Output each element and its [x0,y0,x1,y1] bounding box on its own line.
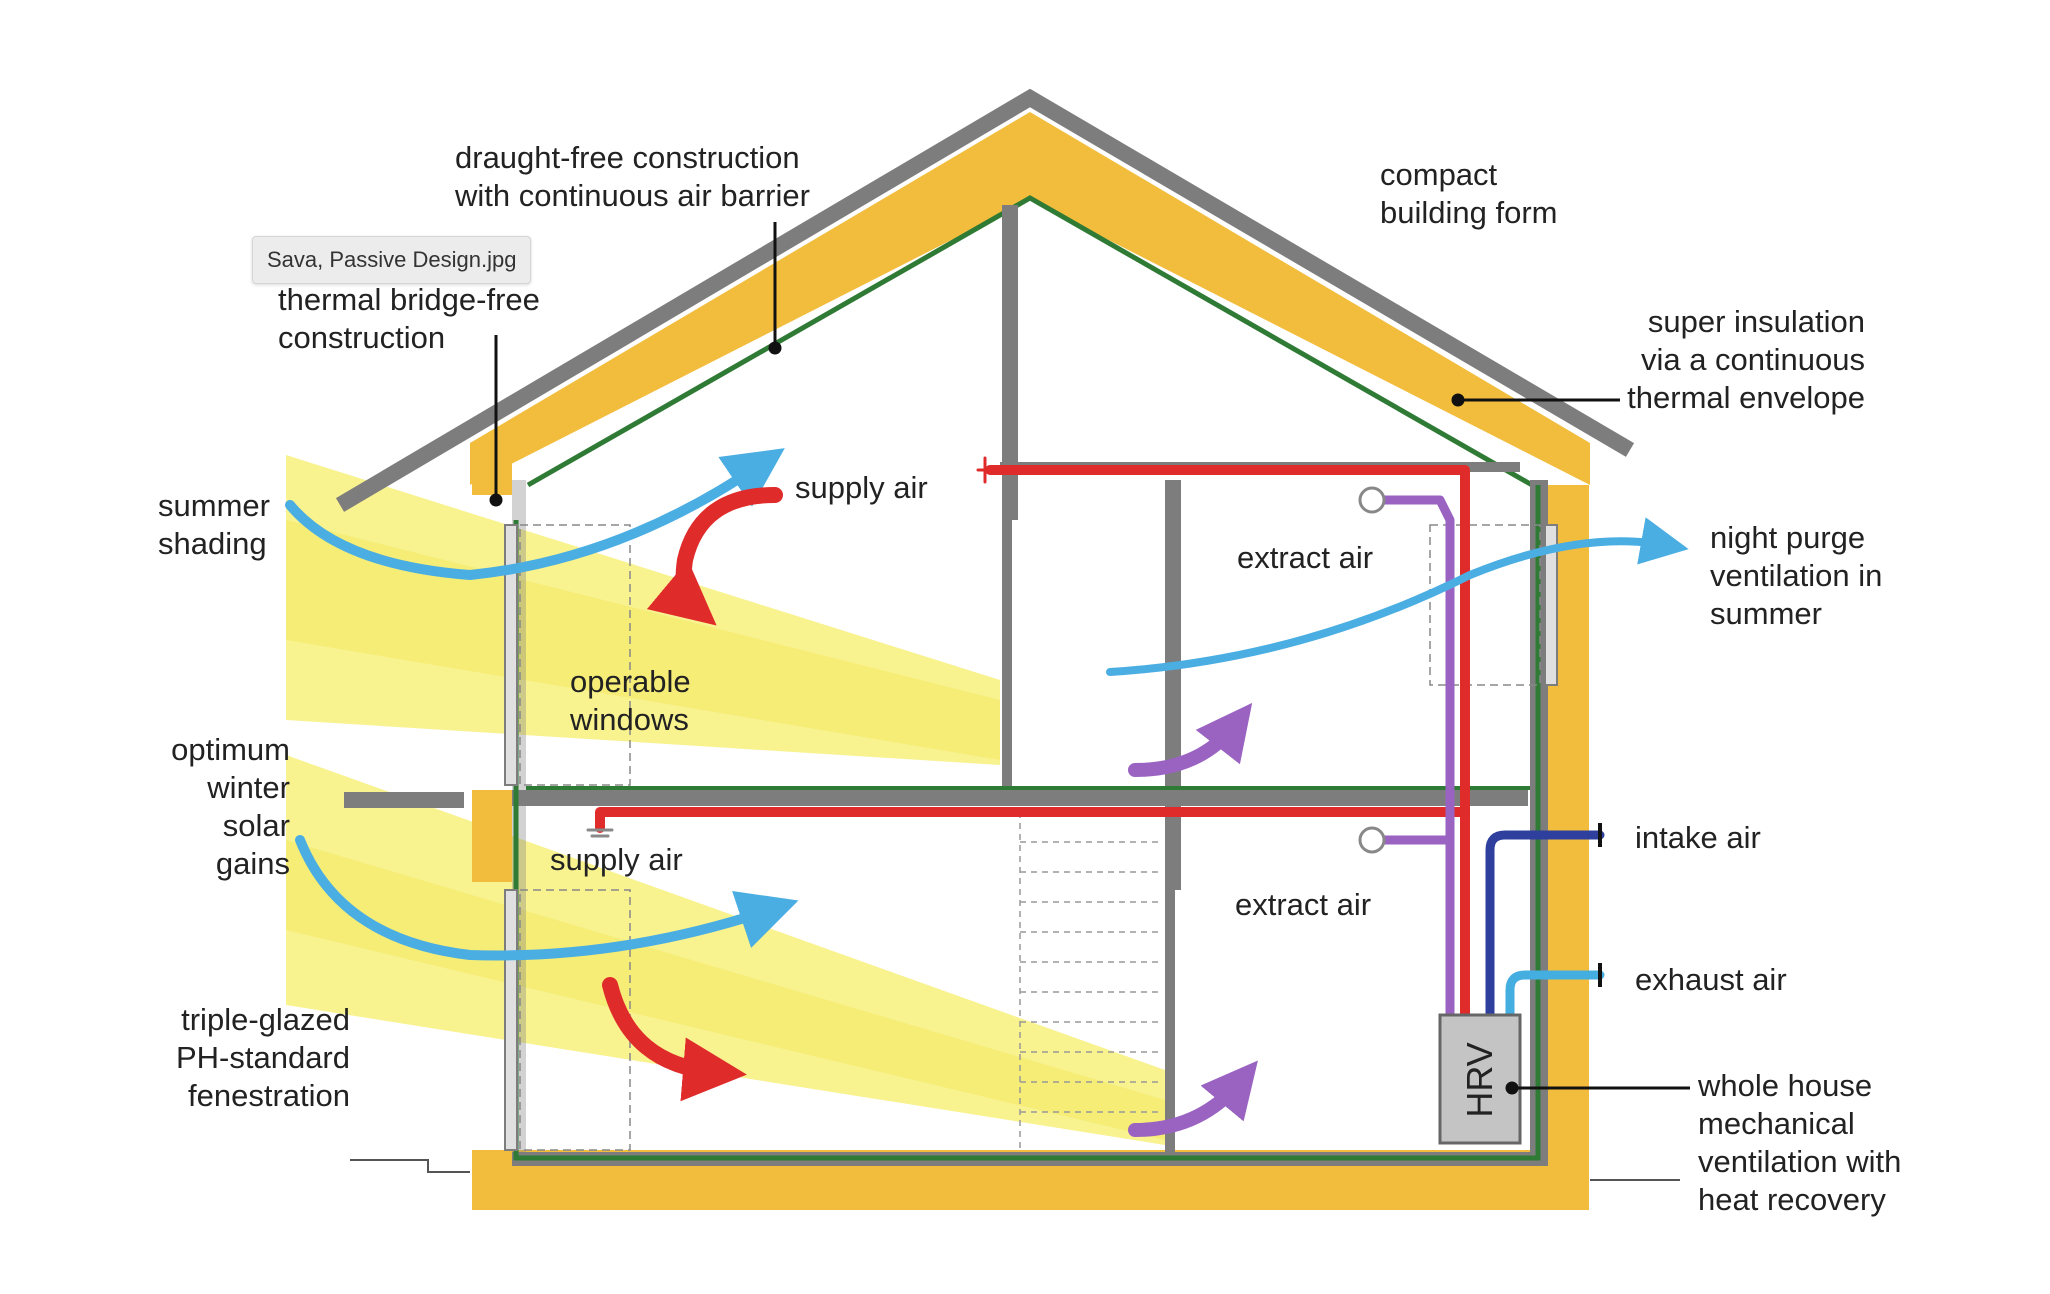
intake-air-label: intake air [1635,820,1761,855]
leader-lines [350,222,1690,1181]
super-insulation-label-2: via a continuous [1641,342,1865,377]
winter-solar-label-3: solar [223,808,290,843]
supply-air-upper-label: supply air [795,470,928,505]
winter-solar-label-2: winter [206,770,290,805]
labels: draught-free construction with continuou… [158,140,1901,1217]
summer-shading-label-1: summer [158,488,270,523]
whole-house-label-3: ventilation with [1698,1144,1901,1179]
night-purge-label-1: night purge [1710,520,1865,555]
extract-purple-upper [1128,702,1253,777]
hrv-label: HRV [1459,1042,1500,1117]
extract-valve-upper [1358,486,1386,514]
operable-windows-label-2: windows [569,702,689,737]
roof-insulation [470,112,1590,485]
partition-lower-b [1165,890,1175,1152]
cantilever-shade [344,792,464,808]
compact-form-label-1: compact [1380,157,1498,192]
triple-glazed-label-3: fenestration [188,1078,350,1113]
ductwork [586,456,1605,1020]
supply-air-lower-label: supply air [550,842,683,877]
extract-purple-lower [1128,1060,1258,1137]
summer-shading-label-2: shading [158,526,267,561]
whole-house-label-4: heat recovery [1698,1182,1886,1217]
floor-insulation-left [472,790,512,882]
extract-air-lower-label: extract air [1235,887,1371,922]
upper-window-frame [504,524,518,786]
whole-house-label-2: mechanical [1698,1106,1855,1141]
night-purge-blue [1106,517,1689,676]
airflow-arrows [285,448,1689,1137]
intermediate-floor [512,790,1528,806]
thermal-bridge-label-1: thermal bridge-free [278,282,540,317]
hrv-unit [1438,1013,1522,1145]
extract-valve-lower [1358,826,1386,854]
compact-form-label-2: building form [1380,195,1557,230]
supply-red-upper [646,487,783,626]
right-window-swing [1429,524,1541,686]
night-purge-label-2: ventilation in [1710,558,1882,593]
upper-window-swing [519,524,631,786]
winter-solar-label-4: gains [216,846,290,881]
night-purge-label-3: summer [1710,596,1822,631]
supply-duct-upper [985,465,1470,1020]
right-window-frame [1544,524,1558,686]
supply-duct-lower [595,807,1470,833]
draught-free-label-2: with continuous air barrier [454,178,810,213]
hrv-text: HRV [1459,1042,1500,1117]
partition-upper-c [1165,480,1181,790]
supply-diffuser-lower [586,828,614,838]
roof-air-barrier [526,195,1534,488]
extract-duct-upper [1373,495,1455,1020]
supply-red-lower [602,977,747,1102]
partition-upper-b [1002,520,1012,790]
roof [335,88,1635,512]
ground-line-left [350,1159,470,1173]
exhaust-duct [1505,970,1605,1020]
triple-glazed-label-1: triple-glazed [181,1002,350,1037]
winter-solar-label-1: optimum [171,732,290,767]
intake-duct [1485,830,1605,1020]
operable-windows-label-1: operable [570,664,691,699]
partition-upper-a [1002,205,1018,520]
super-insulation-label-3: thermal envelope [1627,380,1865,415]
exhaust-air-label: exhaust air [1635,962,1787,997]
triple-glazed-label-2: PH-standard [176,1040,350,1075]
partition-lower [1165,806,1181,890]
super-insulation-label-1: super insulation [1648,304,1865,339]
summer-sun-beam [286,455,1000,765]
draught-free-label-1: draught-free construction [455,140,800,175]
roof-cladding [335,88,1635,512]
winter-air-blue [295,835,799,961]
left-wall-insulation-top [472,443,512,495]
lower-window-frame [504,889,518,1151]
summer-air-blue [285,448,785,581]
image-filename-tooltip: Sava, Passive Design.jpg [252,236,532,284]
supply-diffuser-upper [976,456,1000,484]
air-barrier-walls [513,485,1541,1161]
whole-house-label-1: whole house [1697,1068,1872,1103]
summer-sun-beam-core [286,520,1000,760]
thermal-bridge-label-2: construction [278,320,445,355]
extract-air-upper-label: extract air [1237,540,1373,575]
